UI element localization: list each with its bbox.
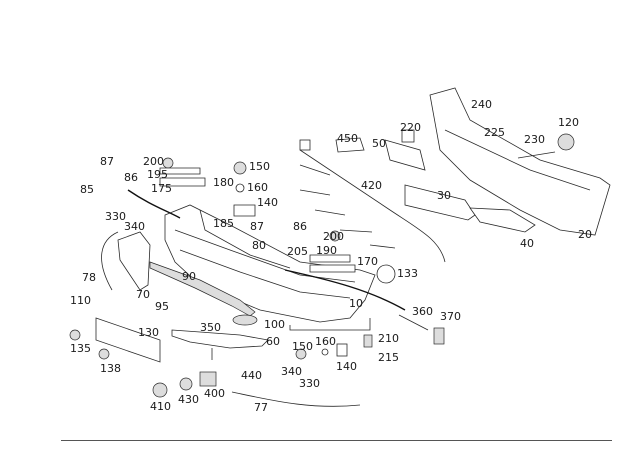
- part-label: 370: [440, 310, 461, 323]
- part-label: 440: [241, 369, 262, 382]
- part-label: 160: [247, 181, 268, 194]
- side-bracket-part: [117, 231, 151, 291]
- part-label: 210: [378, 332, 399, 345]
- part-label: 200: [323, 230, 344, 243]
- part-label: 77: [254, 401, 268, 414]
- part-label: 185: [213, 217, 234, 230]
- part-label: 180: [213, 176, 234, 189]
- part-label: 120: [558, 116, 579, 129]
- part-label: 70: [136, 288, 150, 301]
- part-label: 360: [412, 305, 433, 318]
- part-label: 340: [281, 365, 302, 378]
- part-label: 87: [250, 220, 264, 233]
- license-plate-bracket-part: [95, 317, 161, 363]
- part-label: 138: [100, 362, 121, 375]
- part-label: 190: [316, 244, 337, 257]
- lower-trim-part: [171, 329, 269, 349]
- part-label: 133: [397, 267, 418, 280]
- part-label: 215: [378, 351, 399, 364]
- part-label: 30: [437, 189, 451, 202]
- part-label: 140: [257, 196, 278, 209]
- fog-cover-part: [232, 314, 258, 326]
- bracket-50-part: [384, 139, 426, 171]
- lower-bracket-part: [469, 207, 536, 233]
- part-label: 85: [80, 183, 94, 196]
- impact-absorber-part: [404, 184, 476, 221]
- part-label: 10: [349, 297, 363, 310]
- part-label: 330: [299, 377, 320, 390]
- reinforcement-beam-part: [429, 87, 611, 236]
- arrow-360: [284, 269, 406, 311]
- part-label: 200: [143, 155, 164, 168]
- part-label: 230: [524, 133, 545, 146]
- part-label: 350: [200, 321, 221, 334]
- part-label: 130: [138, 326, 159, 339]
- part-label: 140: [336, 360, 357, 373]
- part-label: 150: [292, 340, 313, 353]
- part-label: 80: [252, 239, 266, 252]
- part-label: 220: [400, 121, 421, 134]
- part-label: 86: [124, 171, 138, 184]
- part-label: 110: [70, 294, 91, 307]
- part-label: 225: [484, 126, 505, 139]
- part-label: 240: [471, 98, 492, 111]
- part-label: 340: [124, 220, 145, 233]
- arrow-86: [127, 189, 181, 219]
- part-label: 50: [372, 137, 386, 150]
- part-label: 95: [155, 300, 169, 313]
- bottom-divider: [61, 440, 612, 441]
- part-label: 86: [293, 220, 307, 233]
- part-label: 195: [147, 168, 168, 181]
- part-label: 60: [266, 335, 280, 348]
- part-label: 170: [357, 255, 378, 268]
- part-label: 100: [264, 318, 285, 331]
- part-label: 135: [70, 342, 91, 355]
- part-label: 87: [100, 155, 114, 168]
- part-label: 175: [151, 182, 172, 195]
- bumper-cover-part: [164, 204, 376, 323]
- part-label: 20: [578, 228, 592, 241]
- bolt-150-part: [233, 161, 247, 175]
- trim-strip-part: [101, 231, 119, 291]
- part-label: 40: [520, 237, 534, 250]
- horn-part: [557, 133, 575, 151]
- part-label: 400: [204, 387, 225, 400]
- wrench-symbol: [376, 264, 396, 284]
- washer-nozzle-part: [517, 151, 556, 159]
- part-label: 150: [249, 160, 270, 173]
- part-label: 430: [178, 393, 199, 406]
- part-label: 160: [315, 335, 336, 348]
- part-label: 420: [361, 179, 382, 192]
- part-label: 205: [287, 245, 308, 258]
- part-label: 78: [82, 271, 96, 284]
- part-label: 450: [337, 132, 358, 145]
- part-label: 90: [182, 270, 196, 283]
- part-label: 330: [105, 210, 126, 223]
- part-label: 410: [150, 400, 171, 413]
- trim-strip-77-part: [231, 391, 361, 407]
- wiring-harness-part: [299, 149, 446, 263]
